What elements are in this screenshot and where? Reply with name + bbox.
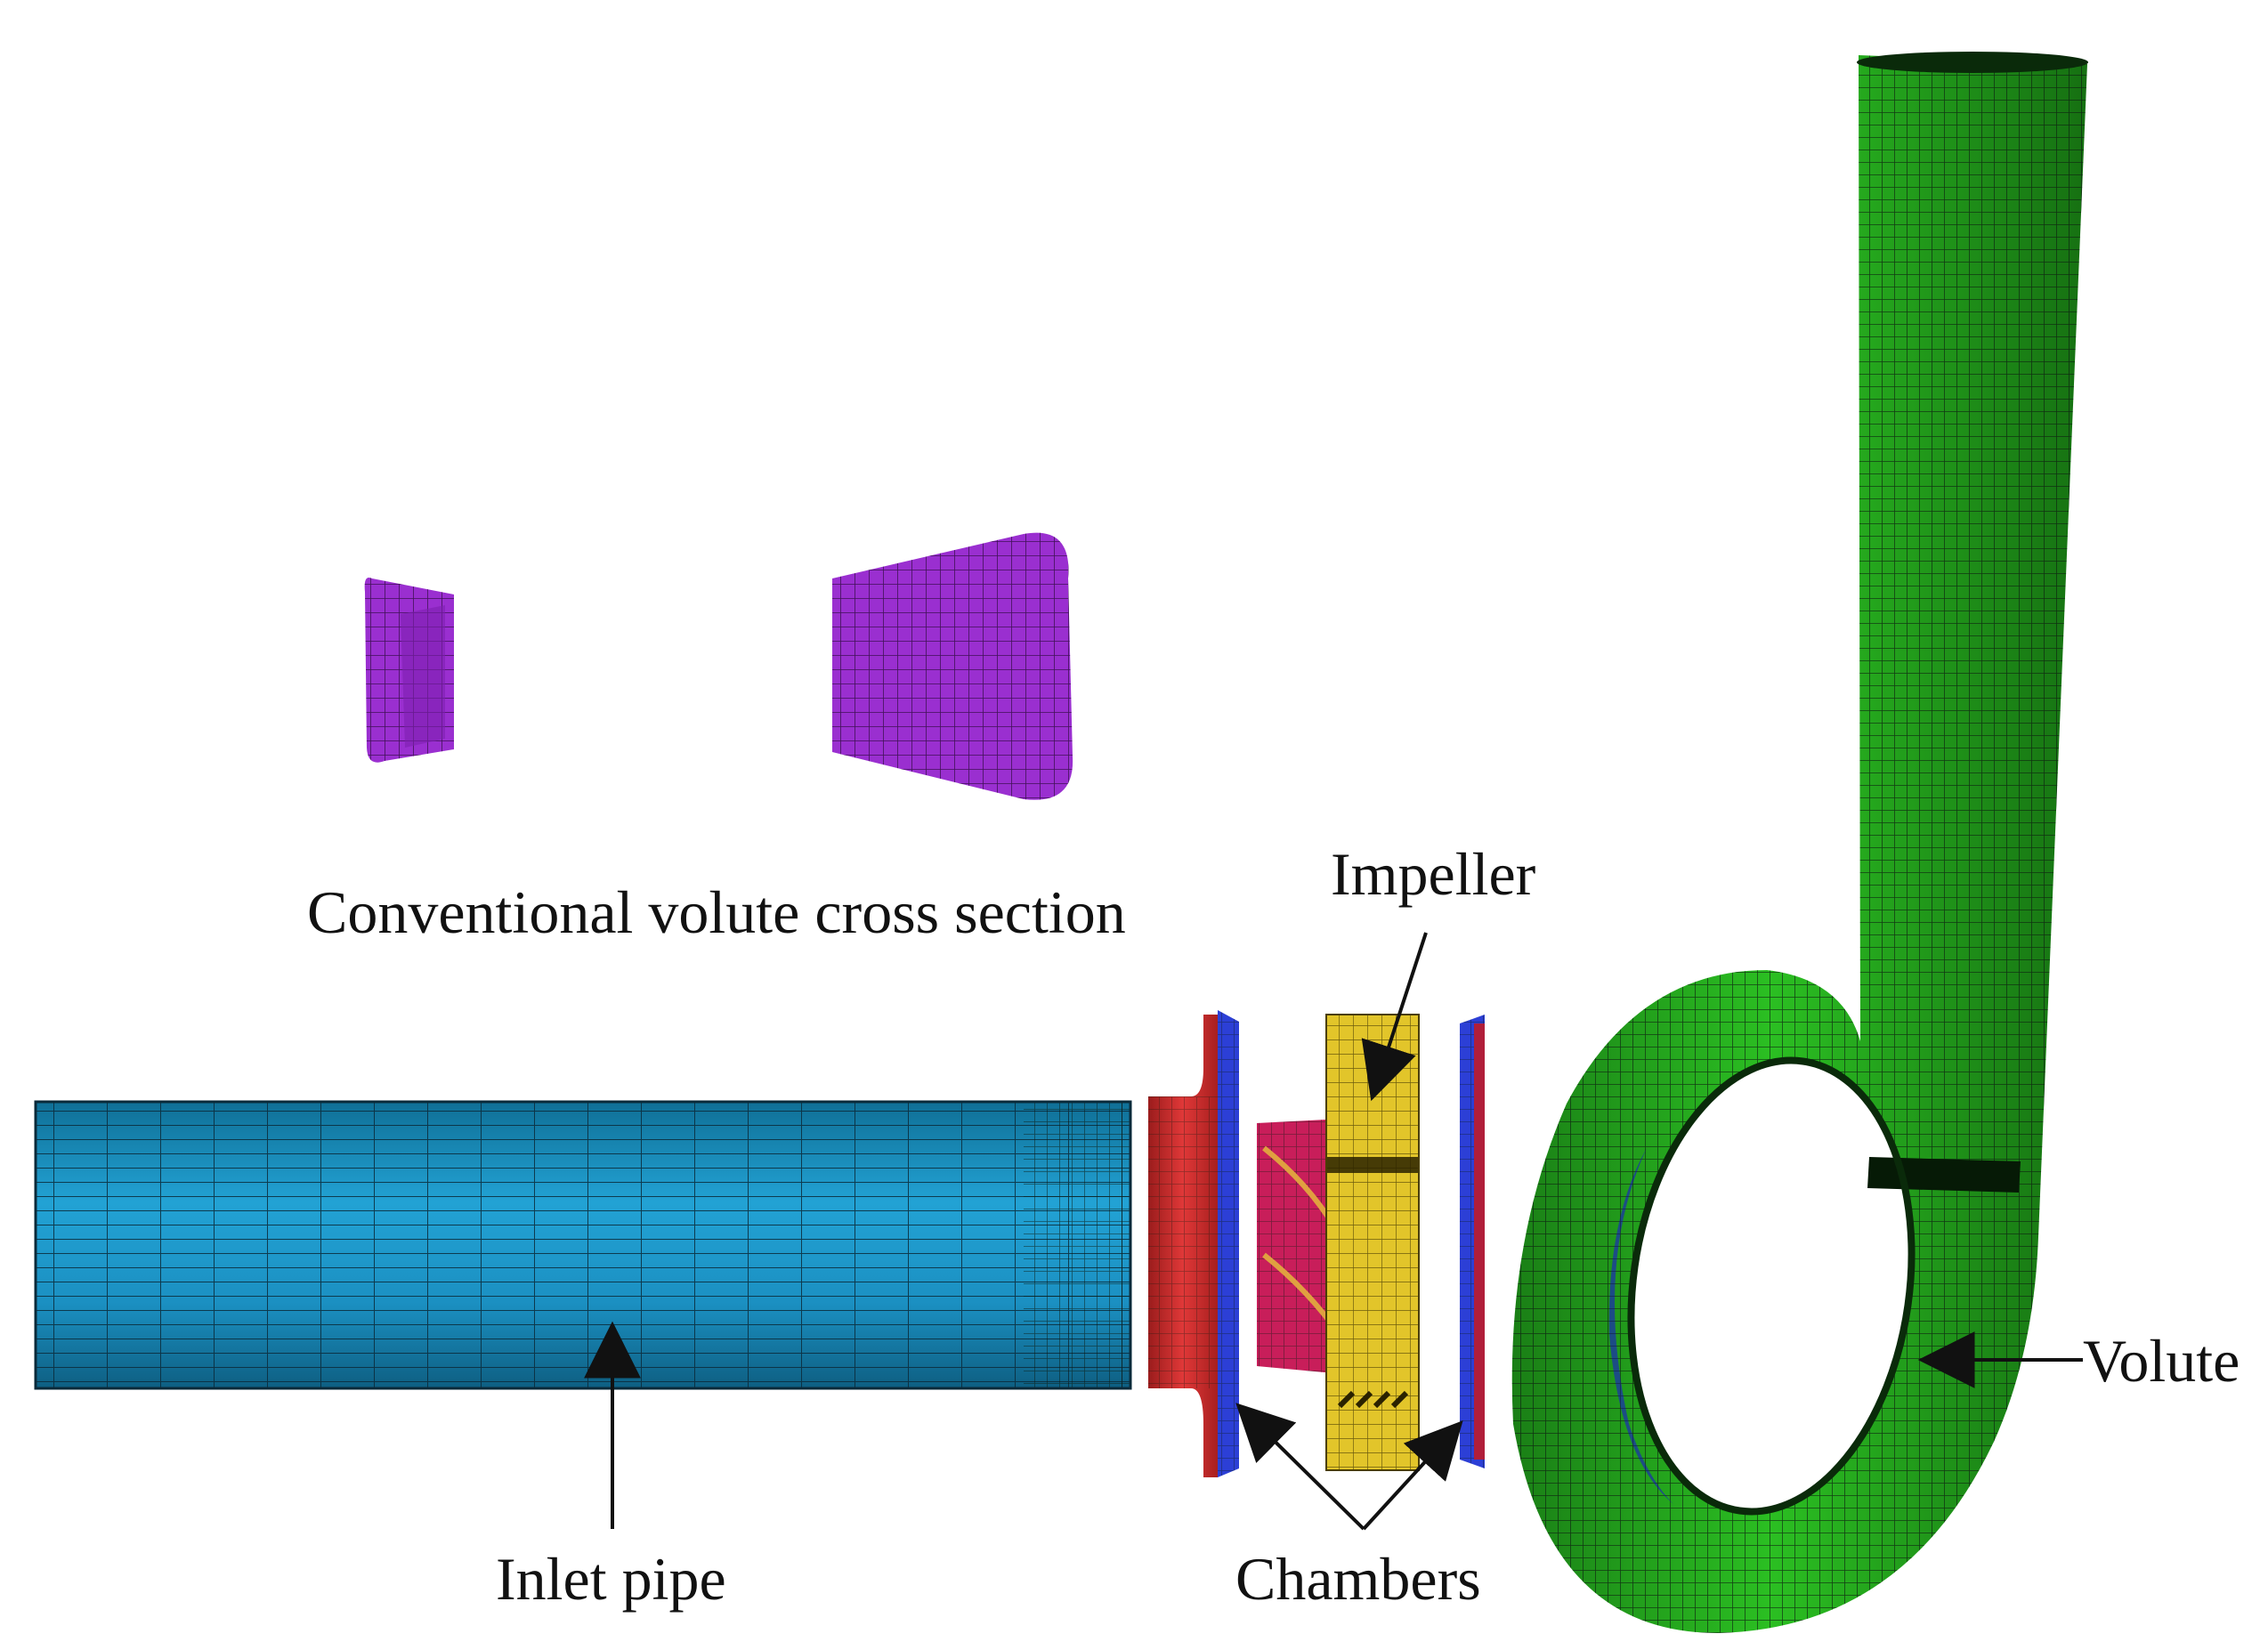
chambers-arrow-right: [1362, 1420, 1463, 1531]
cross-section-label: Conventional volute cross section: [307, 878, 1126, 946]
chamber-left: [1148, 1010, 1239, 1477]
cross-section-small: [364, 578, 454, 763]
impeller-label: Impeller: [1331, 840, 1536, 908]
inlet-pipe-label: Inlet pipe: [496, 1545, 726, 1613]
impeller: [1325, 1014, 1420, 1471]
volute: [1511, 52, 2088, 1633]
leader-arrows: [584, 932, 2083, 1531]
chambers-label: Chambers: [1235, 1545, 1481, 1613]
chamber-right: [1460, 1015, 1485, 1468]
volute-label: Volute: [2083, 1327, 2240, 1395]
inlet-pipe: [34, 1100, 1132, 1390]
cross-section-large: [832, 532, 1073, 800]
chambers-arrow-left: [1235, 1403, 1365, 1531]
impeller-arrow: [1361, 932, 1428, 1102]
